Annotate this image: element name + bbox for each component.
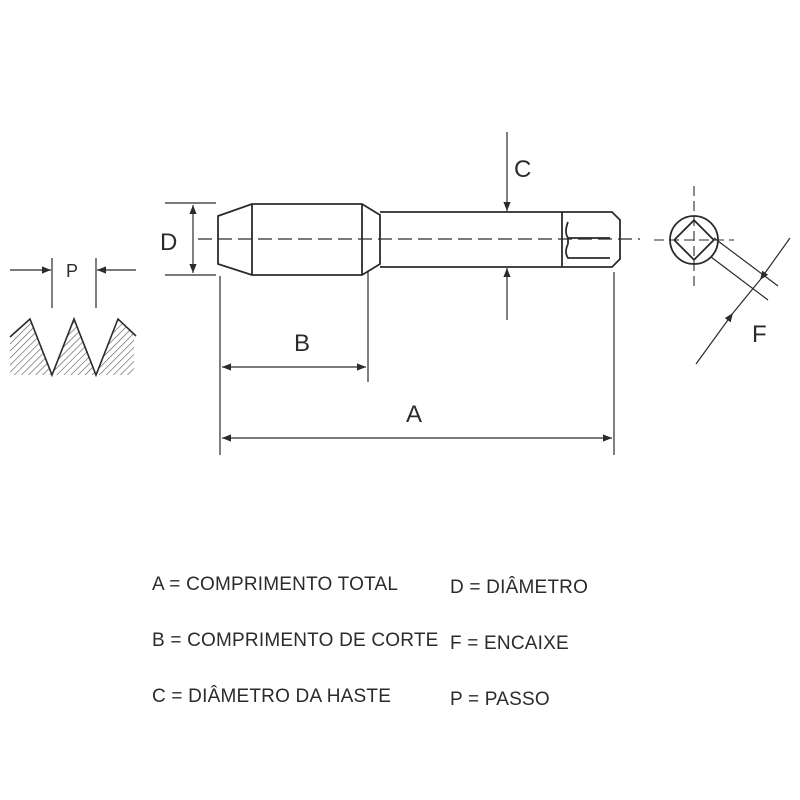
encaixe-arrow-inner xyxy=(695,312,734,365)
pitch-label: P xyxy=(66,261,78,281)
square-drive-flat-top xyxy=(565,221,610,239)
end-view-square xyxy=(672,218,716,262)
dimension-c: C xyxy=(503,132,531,320)
square-drive-flat-bottom xyxy=(565,243,610,259)
legend-d: D = DIÂMETRO xyxy=(450,577,589,598)
total-length-label: A xyxy=(406,401,422,428)
tap-threaded-section xyxy=(217,203,381,276)
cutting-length-label: B xyxy=(294,330,310,357)
legend-a: A = COMPRIMENTO TOTAL xyxy=(152,574,399,595)
thread-profile-detail: P xyxy=(9,258,137,378)
legend-f: F = ENCAIXE xyxy=(450,633,569,654)
encaixe-arrow-outer xyxy=(759,237,791,281)
thread-hatching xyxy=(10,319,134,375)
legend-p: P = PASSO xyxy=(450,689,550,710)
dimension-d: D xyxy=(160,202,216,276)
legend-c: C = DIÂMETRO DA HASTE xyxy=(152,686,392,707)
square-end-view xyxy=(654,186,779,301)
dimension-a: A xyxy=(219,272,615,455)
legend-b: B = COMPRIMENTO DE CORTE xyxy=(152,630,439,651)
diameter-label: D xyxy=(160,229,177,256)
dimension-f: F xyxy=(695,237,791,365)
dimension-b: B xyxy=(222,272,369,382)
thread-teeth-outline xyxy=(9,316,137,378)
encaixe-label: F xyxy=(752,321,767,348)
shank-diameter-label: C xyxy=(514,156,531,183)
